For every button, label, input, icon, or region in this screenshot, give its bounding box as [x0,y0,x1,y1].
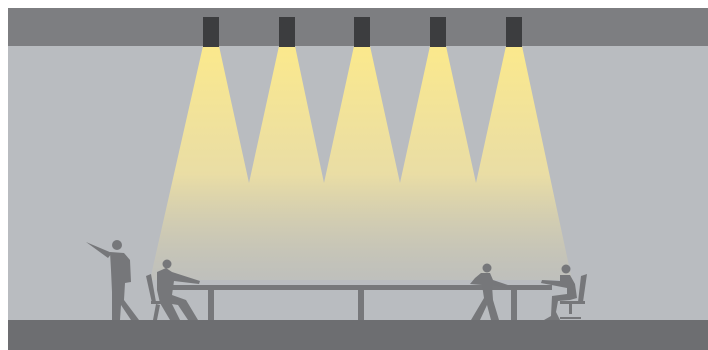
light-beam-union [150,46,572,280]
downlight-icon [506,17,522,47]
floor [8,320,708,350]
light-beams [150,46,572,280]
downlight-icon [354,17,370,47]
downlight-icon [203,17,219,47]
downlight-icon [430,17,446,47]
downlight-icon [279,17,295,47]
